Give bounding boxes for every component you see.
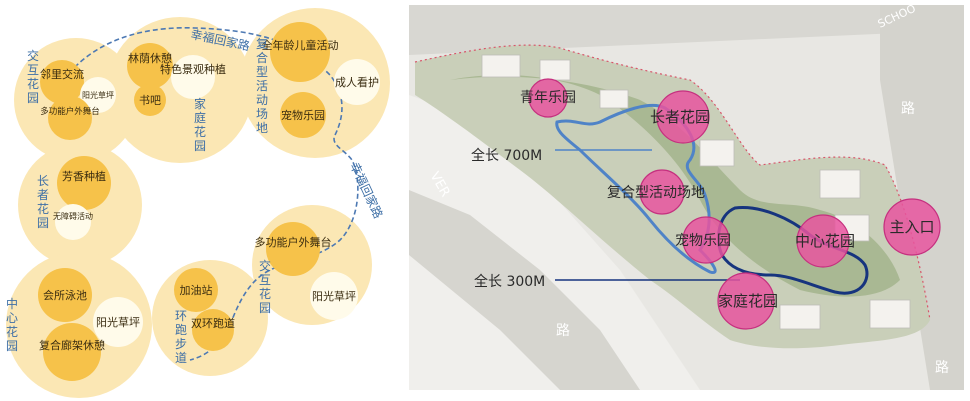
item-label: 阳光草坪 (82, 90, 114, 100)
item-label: 阳光草坪 (312, 289, 356, 303)
item-circle (55, 204, 91, 240)
item-circle (174, 268, 218, 312)
happy-way-home-path (51, 27, 359, 361)
item-label: 全年龄儿童活动 (262, 38, 339, 52)
item-label: 双环跑道 (191, 316, 235, 330)
site-boundary (414, 44, 931, 321)
zone-label-vertical: 交互花园 (27, 48, 39, 105)
item-circle (57, 156, 111, 210)
item-circle (38, 268, 92, 322)
road-right (880, 5, 964, 390)
road-top (409, 5, 964, 55)
zone-label-vertical: 家庭花园 (194, 96, 206, 153)
site-plan: 青年乐园 长者花园 复合型活动场地 宠物乐园 中心花园 主入口 家庭花园 全长 … (409, 2, 964, 390)
item-circle (40, 60, 84, 104)
marker-label: 复合型活动场地 (607, 184, 705, 201)
item-circle (270, 22, 330, 82)
river (409, 95, 700, 390)
marker-label: 长者花园 (650, 108, 710, 126)
item-label: 林荫休憩 (128, 51, 172, 65)
item-circle (43, 323, 101, 381)
marker-main-entrance (883, 198, 941, 256)
item-circle (48, 96, 92, 140)
item-circle (127, 43, 173, 89)
item-label: 邻里交流 (40, 67, 84, 81)
item-circle (310, 272, 358, 320)
zone-label-vertical: 复合型活动场地 (256, 37, 268, 135)
item-circle (266, 222, 320, 276)
bubble-diagram: 邻里交流 阳光草坪 多功能户外舞台 林荫休憩 特色景观种植 书吧 全年龄儿童活动… (6, 8, 390, 398)
street-label: 路 (556, 323, 570, 339)
item-label: 书吧 (139, 94, 161, 107)
zone-label-vertical: 环跑步道 (175, 309, 187, 365)
item-circle (280, 92, 326, 138)
item-label: 阳光草坪 (96, 315, 140, 329)
item-label: 多功能户外舞台 (40, 106, 100, 117)
item-circle (192, 309, 234, 351)
road-left (409, 190, 640, 390)
marker-youth-park (528, 78, 568, 118)
item-label: 成人看护 (335, 75, 379, 89)
item-circle (171, 55, 215, 99)
item-label: 宠物乐园 (281, 108, 325, 122)
marker-label: 家庭花园 (718, 292, 778, 310)
item-label: 复合廊架休憩 (39, 338, 105, 352)
item-label: 多功能户外舞台 (255, 235, 332, 249)
path-label-right: 幸福回家路 (347, 160, 386, 221)
item-label: 会所泳池 (43, 288, 87, 302)
item-circle (80, 77, 116, 113)
marker-label: 主入口 (889, 218, 934, 236)
marker-label: 中心花园 (795, 232, 855, 250)
marker-label: 宠物乐园 (675, 233, 731, 249)
street-label: 路 (935, 360, 949, 376)
markers (528, 78, 941, 330)
route-label-700m: 全长 700M (471, 147, 542, 164)
marker-complex-activity (639, 169, 685, 215)
item-label: 无障碍活动 (53, 211, 93, 221)
item-circle (93, 297, 143, 347)
route-label-300m: 全长 300M (474, 273, 545, 290)
marker-pet-park (682, 216, 730, 264)
item-label: 加油站 (180, 283, 213, 297)
street-label: 路 (901, 101, 915, 117)
site-greenery (450, 75, 900, 297)
item-circle (334, 59, 380, 105)
item-label: 芳香种植 (62, 169, 106, 183)
marker-central-garden (796, 214, 850, 268)
marker-family-garden (717, 272, 775, 330)
marker-label: 青年乐园 (520, 90, 576, 106)
marker-elder-garden (656, 90, 710, 144)
item-circle (134, 84, 166, 116)
item-label: 特色景观种植 (160, 62, 226, 76)
zone-label-vertical: 长者花园 (37, 174, 49, 230)
zone-label-vertical: 中心花园 (6, 296, 18, 353)
zone-label-vertical: 交互花园 (259, 258, 271, 315)
